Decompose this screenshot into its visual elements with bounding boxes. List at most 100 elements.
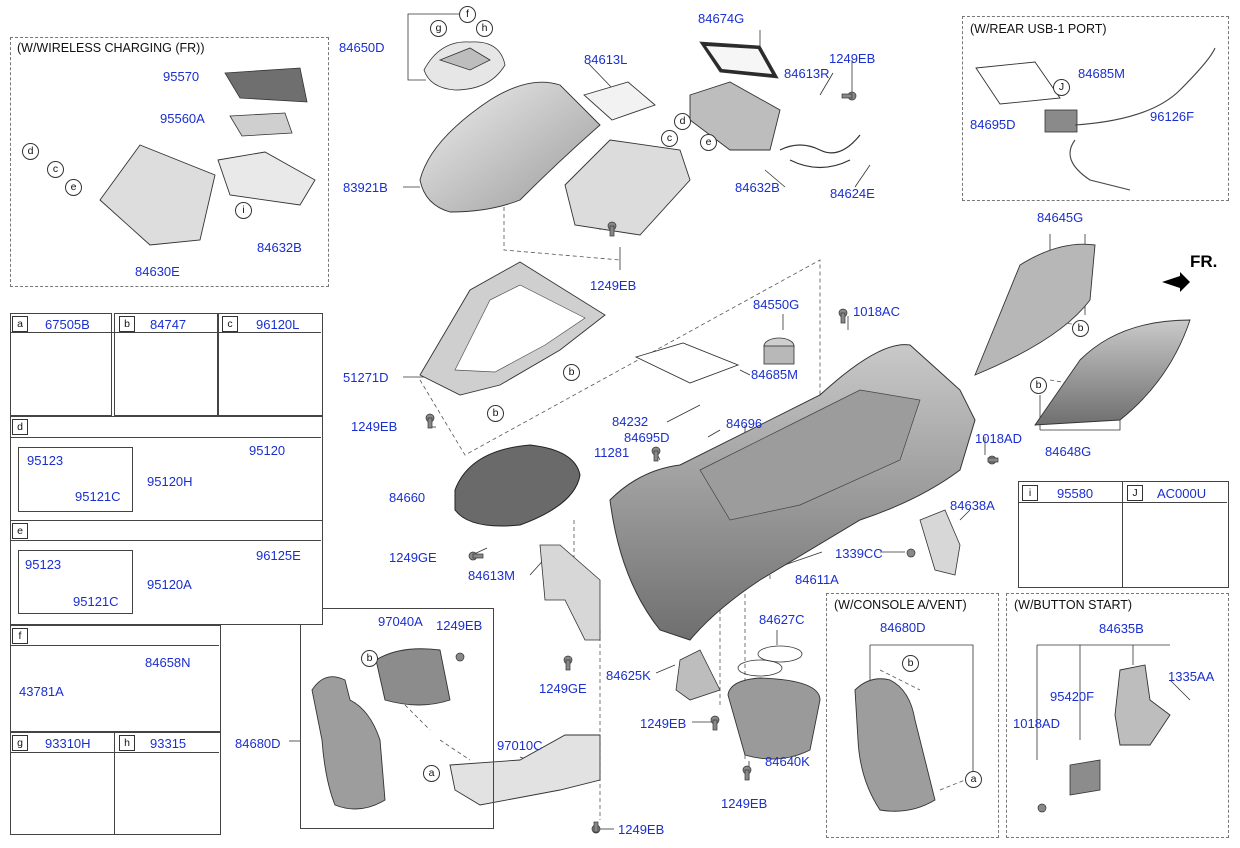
label-1249EB-top: 1249EB (829, 51, 876, 66)
callout-c-wireless: c (47, 161, 64, 178)
label-84632B: 84632B (735, 180, 780, 195)
label-1249GE-center: 1249GE (539, 681, 587, 696)
label-1249GE-left: 1249GE (389, 550, 437, 565)
legend-f-43781A: 43781A (19, 684, 64, 699)
label-84635B: 84635B (1099, 621, 1144, 636)
label-1249EB-cup: 1249EB (640, 716, 687, 731)
label-1249EB-left: 1249EB (351, 419, 398, 434)
label-1249EB-center: 1249EB (590, 278, 637, 293)
label-84550G: 84550G (753, 297, 800, 312)
legend-e-subbox (18, 550, 133, 614)
callout-a-vent: a (965, 771, 982, 788)
label-84648G: 84648G (1045, 444, 1092, 459)
label-84625K: 84625K (606, 668, 651, 683)
wireless-charging-box (10, 37, 329, 287)
label-1249EB-vent: 1249EB (436, 618, 483, 633)
callout-g-top: g (430, 20, 447, 37)
legend-e-96125E: 96125E (256, 548, 301, 563)
legend-ij-divider (1122, 481, 1123, 587)
legend-letter-j: J (1127, 485, 1143, 501)
callout-h-top: h (476, 20, 493, 37)
legend-e-95121C: 95121C (73, 594, 119, 609)
label-11281: 11281 (594, 445, 630, 460)
callout-b-rear: b (361, 650, 378, 667)
label-84695D-usb: 84695D (970, 117, 1016, 132)
usb-title: (W/REAR USB-1 PORT) (970, 22, 1107, 36)
legend-cell-h (114, 732, 221, 835)
label-84613M: 84613M (468, 568, 515, 583)
label-95560A: 95560A (160, 111, 205, 126)
label-84650D: 84650D (339, 40, 385, 55)
legend-j-part: AC000U (1157, 486, 1207, 501)
callout-b-frame-bottom: b (487, 405, 504, 422)
legend-letter-d: d (12, 419, 28, 435)
wireless-title: (W/WIRELESS CHARGING (FR)) (17, 41, 205, 55)
label-84696: 84696 (726, 416, 763, 431)
label-1335AA: 1335AA (1168, 669, 1215, 684)
legend-letter-i: i (1022, 485, 1038, 501)
legend-letter-e: e (12, 523, 28, 539)
callout-f-top: f (459, 6, 476, 23)
legend-c-part: 96120L (256, 317, 300, 332)
label-84613R: 84613R (784, 66, 830, 81)
label-1018AD-button: 1018AD (1013, 716, 1060, 731)
legend-f-84658N: 84658N (145, 655, 191, 670)
legend-cell-f (10, 625, 221, 732)
leader-84650D (407, 13, 470, 48)
legend-a-part: 67505B (45, 317, 90, 332)
label-1249EB-duct: 1249EB (618, 822, 665, 837)
fr-direction-label: FR. (1190, 252, 1218, 271)
legend-d-95123: 95123 (27, 453, 64, 468)
label-84685M-usb: 84685M (1078, 66, 1125, 81)
rear-vent-group-box (300, 608, 494, 829)
label-1018AC: 1018AC (853, 304, 900, 319)
label-83921B: 83921B (343, 180, 388, 195)
label-84638A: 84638A (950, 498, 995, 513)
legend-d-95121C: 95121C (75, 489, 121, 504)
label-84627C: 84627C (759, 612, 805, 627)
label-97010C: 97010C (497, 738, 543, 753)
rear-usb-box (962, 16, 1229, 201)
label-95570: 95570 (163, 69, 200, 84)
callout-e-main: e (700, 134, 717, 151)
label-84645G: 84645G (1037, 210, 1084, 225)
legend-i-part: 95580 (1057, 486, 1094, 501)
vent-title: (W/CONSOLE A/VENT) (834, 598, 967, 612)
legend-e-95123: 95123 (25, 557, 62, 572)
callout-c-main: c (661, 130, 678, 147)
label-84611A: 84611A (795, 572, 839, 587)
legend-d-95120H: 95120H (147, 474, 193, 489)
callout-d-wireless: d (22, 143, 39, 160)
callout-a-rear: a (423, 765, 440, 782)
button-start-box (1006, 593, 1229, 838)
console-vent-box (826, 593, 999, 838)
label-1339CC: 1339CC (835, 546, 883, 561)
callout-b-panel-top: b (1072, 320, 1089, 337)
legend-e-95120A: 95120A (147, 577, 192, 592)
label-84232: 84232 (612, 414, 649, 429)
legend-h-part: 93315 (150, 736, 187, 751)
legend-d-subbox (18, 447, 133, 512)
legend-letter-c: c (222, 316, 238, 332)
label-84674G: 84674G (698, 11, 745, 26)
label-84640K: 84640K (765, 754, 810, 769)
callout-e-wireless: e (65, 179, 82, 196)
label-84624E: 84624E (830, 186, 875, 201)
legend-cell-g (10, 732, 116, 835)
callout-i-wireless: i (235, 202, 252, 219)
legend-letter-b: b (119, 316, 135, 332)
label-1018AD: 1018AD (975, 431, 1022, 446)
label-84685M: 84685M (751, 367, 798, 382)
legend-letter-h: h (119, 735, 135, 751)
label-84680D-vent: 84680D (880, 620, 926, 635)
callout-b-frame-right: b (563, 364, 580, 381)
legend-header-rule (10, 332, 321, 333)
callout-j-usb: J (1053, 79, 1070, 96)
label-84660: 84660 (389, 490, 426, 505)
legend-letter-a: a (12, 316, 28, 332)
label-84695D: 84695D (624, 430, 670, 445)
legend-b-part: 84747 (150, 317, 187, 332)
label-51271D: 51271D (343, 370, 389, 385)
label-84632B-wireless: 84632B (257, 240, 302, 255)
label-84613L: 84613L (584, 52, 628, 67)
